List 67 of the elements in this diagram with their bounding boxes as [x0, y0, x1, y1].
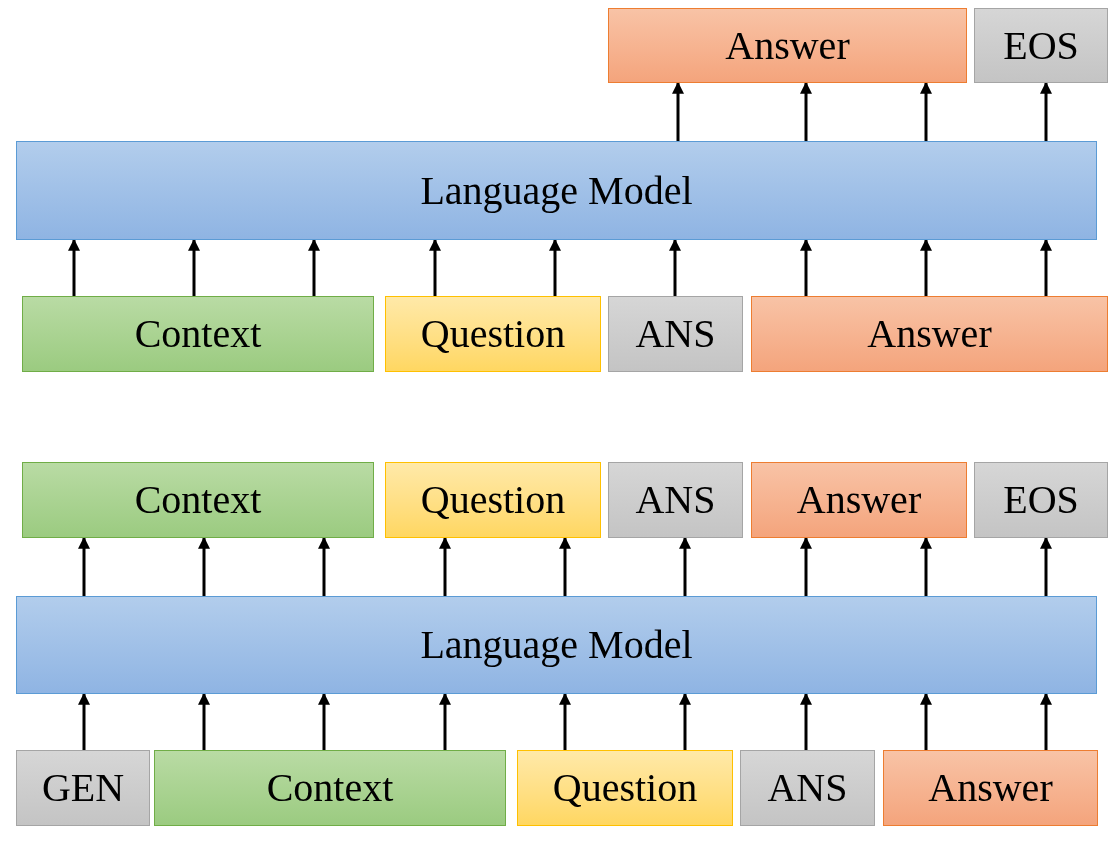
box-label: ANS — [635, 480, 716, 520]
token-box — [740, 750, 875, 826]
arrow — [920, 692, 932, 750]
arrow — [672, 81, 684, 141]
box-label: ANS — [635, 314, 716, 354]
token-box — [22, 296, 374, 372]
box-label: Language Model — [420, 625, 693, 665]
arrow — [439, 692, 451, 750]
box-label: Context — [266, 768, 394, 808]
arrow — [429, 238, 441, 296]
arrow — [559, 692, 571, 750]
arrow — [679, 536, 691, 596]
arrow — [800, 238, 812, 296]
arrow — [1040, 81, 1052, 141]
arrow — [198, 536, 210, 596]
arrow — [679, 692, 691, 750]
token-box — [154, 750, 506, 826]
box-label: Language Model — [420, 170, 693, 211]
box-label: EOS — [1003, 480, 1079, 520]
arrow — [308, 238, 320, 296]
token-box — [608, 462, 743, 538]
arrow — [318, 536, 330, 596]
box-label: EOS — [1003, 25, 1079, 66]
token-box — [16, 750, 150, 826]
box-label: Question — [420, 314, 566, 354]
arrow — [198, 692, 210, 750]
arrow — [188, 238, 200, 296]
token-box — [22, 462, 374, 538]
arrow — [1040, 238, 1052, 296]
arrow — [920, 238, 932, 296]
box-label: Question — [552, 768, 698, 808]
box-label: Question — [420, 480, 566, 520]
arrow — [68, 238, 80, 296]
arrow — [920, 81, 932, 141]
token-box — [751, 462, 967, 538]
token-box — [751, 296, 1108, 372]
arrow — [1040, 692, 1052, 750]
token-box — [974, 462, 1108, 538]
token-box — [385, 296, 601, 372]
box-label: Answer — [725, 25, 850, 66]
model-box — [16, 596, 1097, 694]
box-label: Context — [134, 314, 262, 354]
arrow — [318, 692, 330, 750]
token-box — [608, 8, 967, 83]
arrow — [669, 238, 681, 296]
token-box — [517, 750, 733, 826]
arrow — [800, 81, 812, 141]
token-box — [608, 296, 743, 372]
arrow — [549, 238, 561, 296]
box-label: Answer — [928, 768, 1053, 808]
arrow — [800, 692, 812, 750]
box-label: Answer — [867, 314, 992, 354]
box-label: ANS — [767, 768, 848, 808]
box-label: GEN — [41, 768, 125, 808]
arrow — [78, 692, 90, 750]
arrow — [559, 536, 571, 596]
model-box — [16, 141, 1097, 240]
box-label: Answer — [796, 480, 922, 520]
token-box — [974, 8, 1108, 83]
arrow — [1040, 536, 1052, 596]
token-box — [385, 462, 601, 538]
token-box — [883, 750, 1098, 826]
arrow — [800, 536, 812, 596]
arrow — [78, 536, 90, 596]
box-label: Context — [134, 480, 262, 520]
arrow — [920, 536, 932, 596]
arrow — [439, 536, 451, 596]
